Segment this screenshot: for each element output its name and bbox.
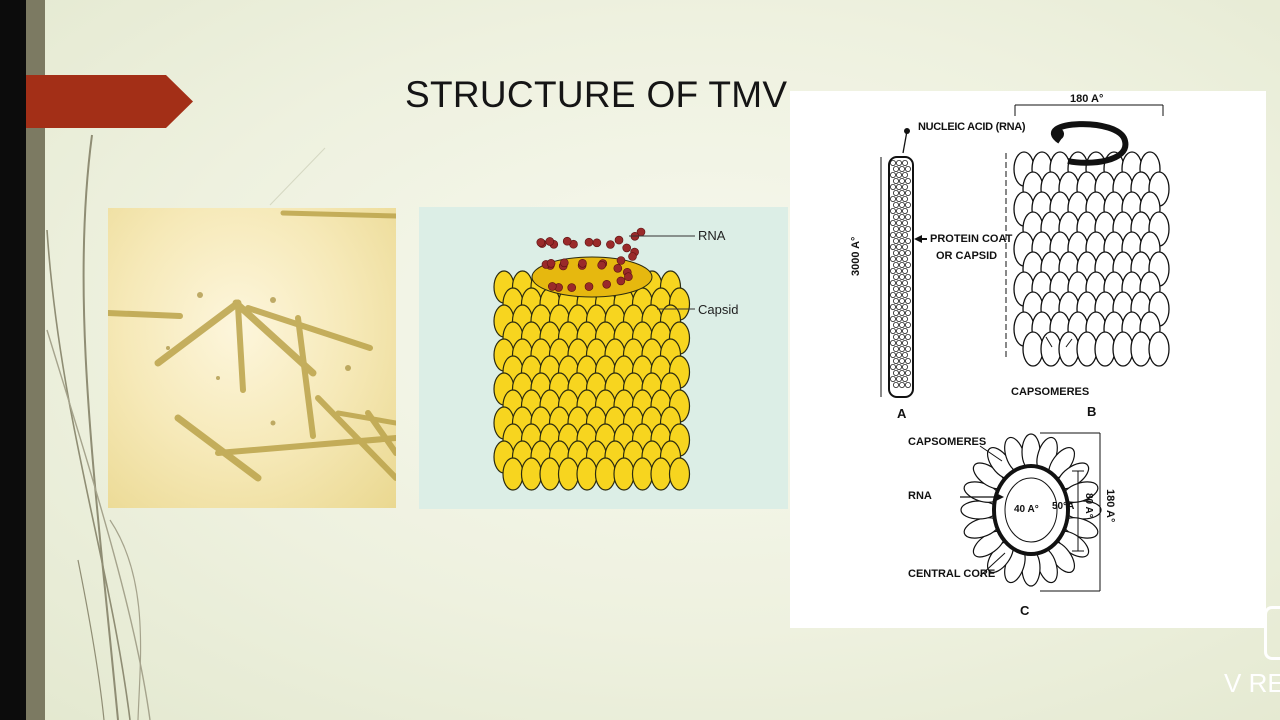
micrograph-image	[108, 208, 396, 508]
left-dark-strip	[0, 0, 26, 720]
rod-a	[888, 156, 914, 398]
protein-coat-label-2: OR CAPSID	[936, 250, 998, 262]
watermark-device-icon	[1264, 606, 1280, 660]
tmv-schematic-diagram: RNA Capsid	[419, 207, 788, 509]
watermark-text: V RE	[1224, 668, 1280, 698]
lineart-drawing	[880, 104, 1170, 592]
tmv-lineart-diagram: 180 A° NUCLEIC ACID (RNA) 3000 A° PROTEI…	[790, 91, 1266, 628]
panel-c-letter: C	[1020, 603, 1030, 618]
capsid-illustration	[493, 227, 695, 491]
top-dimension: 180 A°	[1070, 93, 1104, 105]
panel-a-letter: A	[897, 406, 907, 421]
capsomeres-label-b: CAPSOMERES	[1011, 386, 1090, 398]
title-arrow-tab	[26, 75, 193, 128]
slide-title: STRUCTURE OF TMV	[405, 74, 788, 115]
capsomeres-label-c: CAPSOMERES	[908, 436, 987, 448]
outer-dimension-1: 80 A°	[1083, 493, 1094, 518]
rna-label-c: RNA	[908, 490, 932, 502]
left-olive-band	[26, 0, 45, 720]
central-core-label: CENTRAL CORE	[908, 568, 996, 580]
panel-b-letter: B	[1087, 404, 1097, 419]
rna-label: RNA	[698, 228, 726, 243]
length-dimension: 3000 A°	[850, 236, 862, 276]
inner-diameter-label: 40 A°	[1014, 504, 1039, 515]
protein-coat-label-1: PROTEIN COAT	[930, 233, 1013, 245]
micrograph-rods	[108, 210, 396, 482]
nucleic-acid-label: NUCLEIC ACID (RNA)	[918, 121, 1026, 133]
rna-offset-label: 50°A	[1052, 501, 1075, 512]
capsid-label: Capsid	[698, 302, 739, 317]
outer-dimension-2: 180 A°	[1104, 489, 1116, 523]
